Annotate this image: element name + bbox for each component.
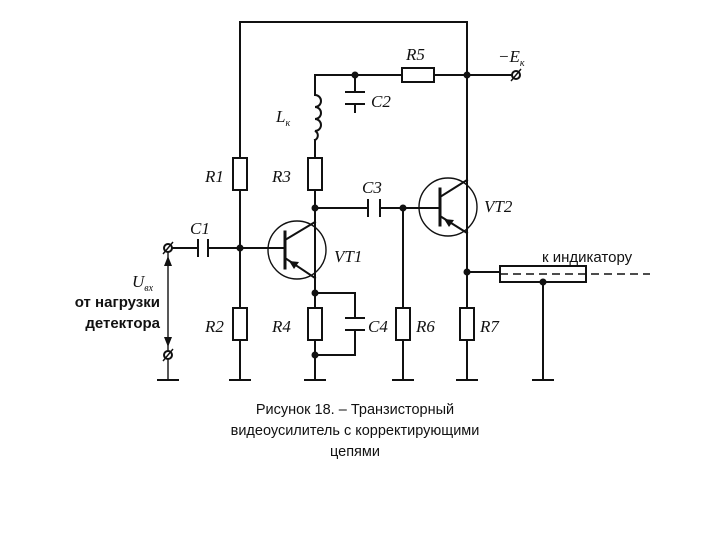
label-r1: R1	[204, 167, 224, 186]
capacitors	[197, 91, 381, 331]
resistor-r5	[401, 67, 435, 83]
label-input-line1: от нагрузки	[75, 294, 160, 311]
label-c4: C4	[368, 317, 388, 336]
label-c3: C3	[362, 178, 382, 197]
resistor-r7	[459, 307, 475, 341]
label-input-line2: детектора	[85, 315, 160, 332]
transistor-vt1	[267, 207, 327, 294]
figure-caption: Рисунок 18. – Транзисторный видеоусилите…	[185, 400, 525, 463]
junction-dots	[236, 71, 547, 359]
label-r7: R7	[479, 317, 500, 336]
resistor-r1	[232, 157, 248, 191]
resistor-r4	[307, 307, 323, 341]
capacitor-c2	[345, 91, 365, 105]
component-labels: R1 R2 R3 R4 R5 R6 R7 C1 C2 C3 C4 Lк VT1 …	[75, 45, 633, 336]
terminal-ek	[510, 68, 522, 82]
capacitor-c3	[367, 199, 381, 217]
label-r5: R5	[405, 45, 425, 64]
terminals	[162, 68, 522, 362]
resistor-r2	[232, 307, 248, 341]
label-vt2: VT2	[484, 197, 513, 216]
resistors	[232, 67, 475, 341]
label-r6: R6	[415, 317, 435, 336]
label-c2: C2	[371, 92, 391, 111]
resistor-r6	[395, 307, 411, 341]
inductor-lk	[313, 93, 322, 142]
caption-line1: Рисунок 18. – Транзисторный	[255, 402, 455, 418]
label-vt1: VT1	[334, 247, 362, 266]
label-r2: R2	[204, 317, 224, 336]
capacitor-c4	[345, 317, 365, 331]
transistor-vt2	[418, 149, 478, 273]
label-r4: R4	[271, 317, 291, 336]
label-lk: Lк	[275, 107, 290, 129]
caption-line2: видеоусилитель с корректирующими	[230, 423, 480, 439]
label-ek: −Eк	[498, 47, 525, 69]
output-coax	[499, 265, 650, 283]
label-output: к индикатору	[542, 249, 633, 266]
terminal-input-top	[162, 241, 174, 255]
resistor-r3	[307, 157, 323, 191]
terminal-input-bottom	[162, 348, 174, 362]
label-c1: C1	[190, 219, 210, 238]
label-uvx: Uвх	[132, 272, 154, 294]
caption-line3: цепями	[330, 444, 380, 460]
label-r3: R3	[271, 167, 291, 186]
capacitor-c1	[197, 239, 209, 257]
